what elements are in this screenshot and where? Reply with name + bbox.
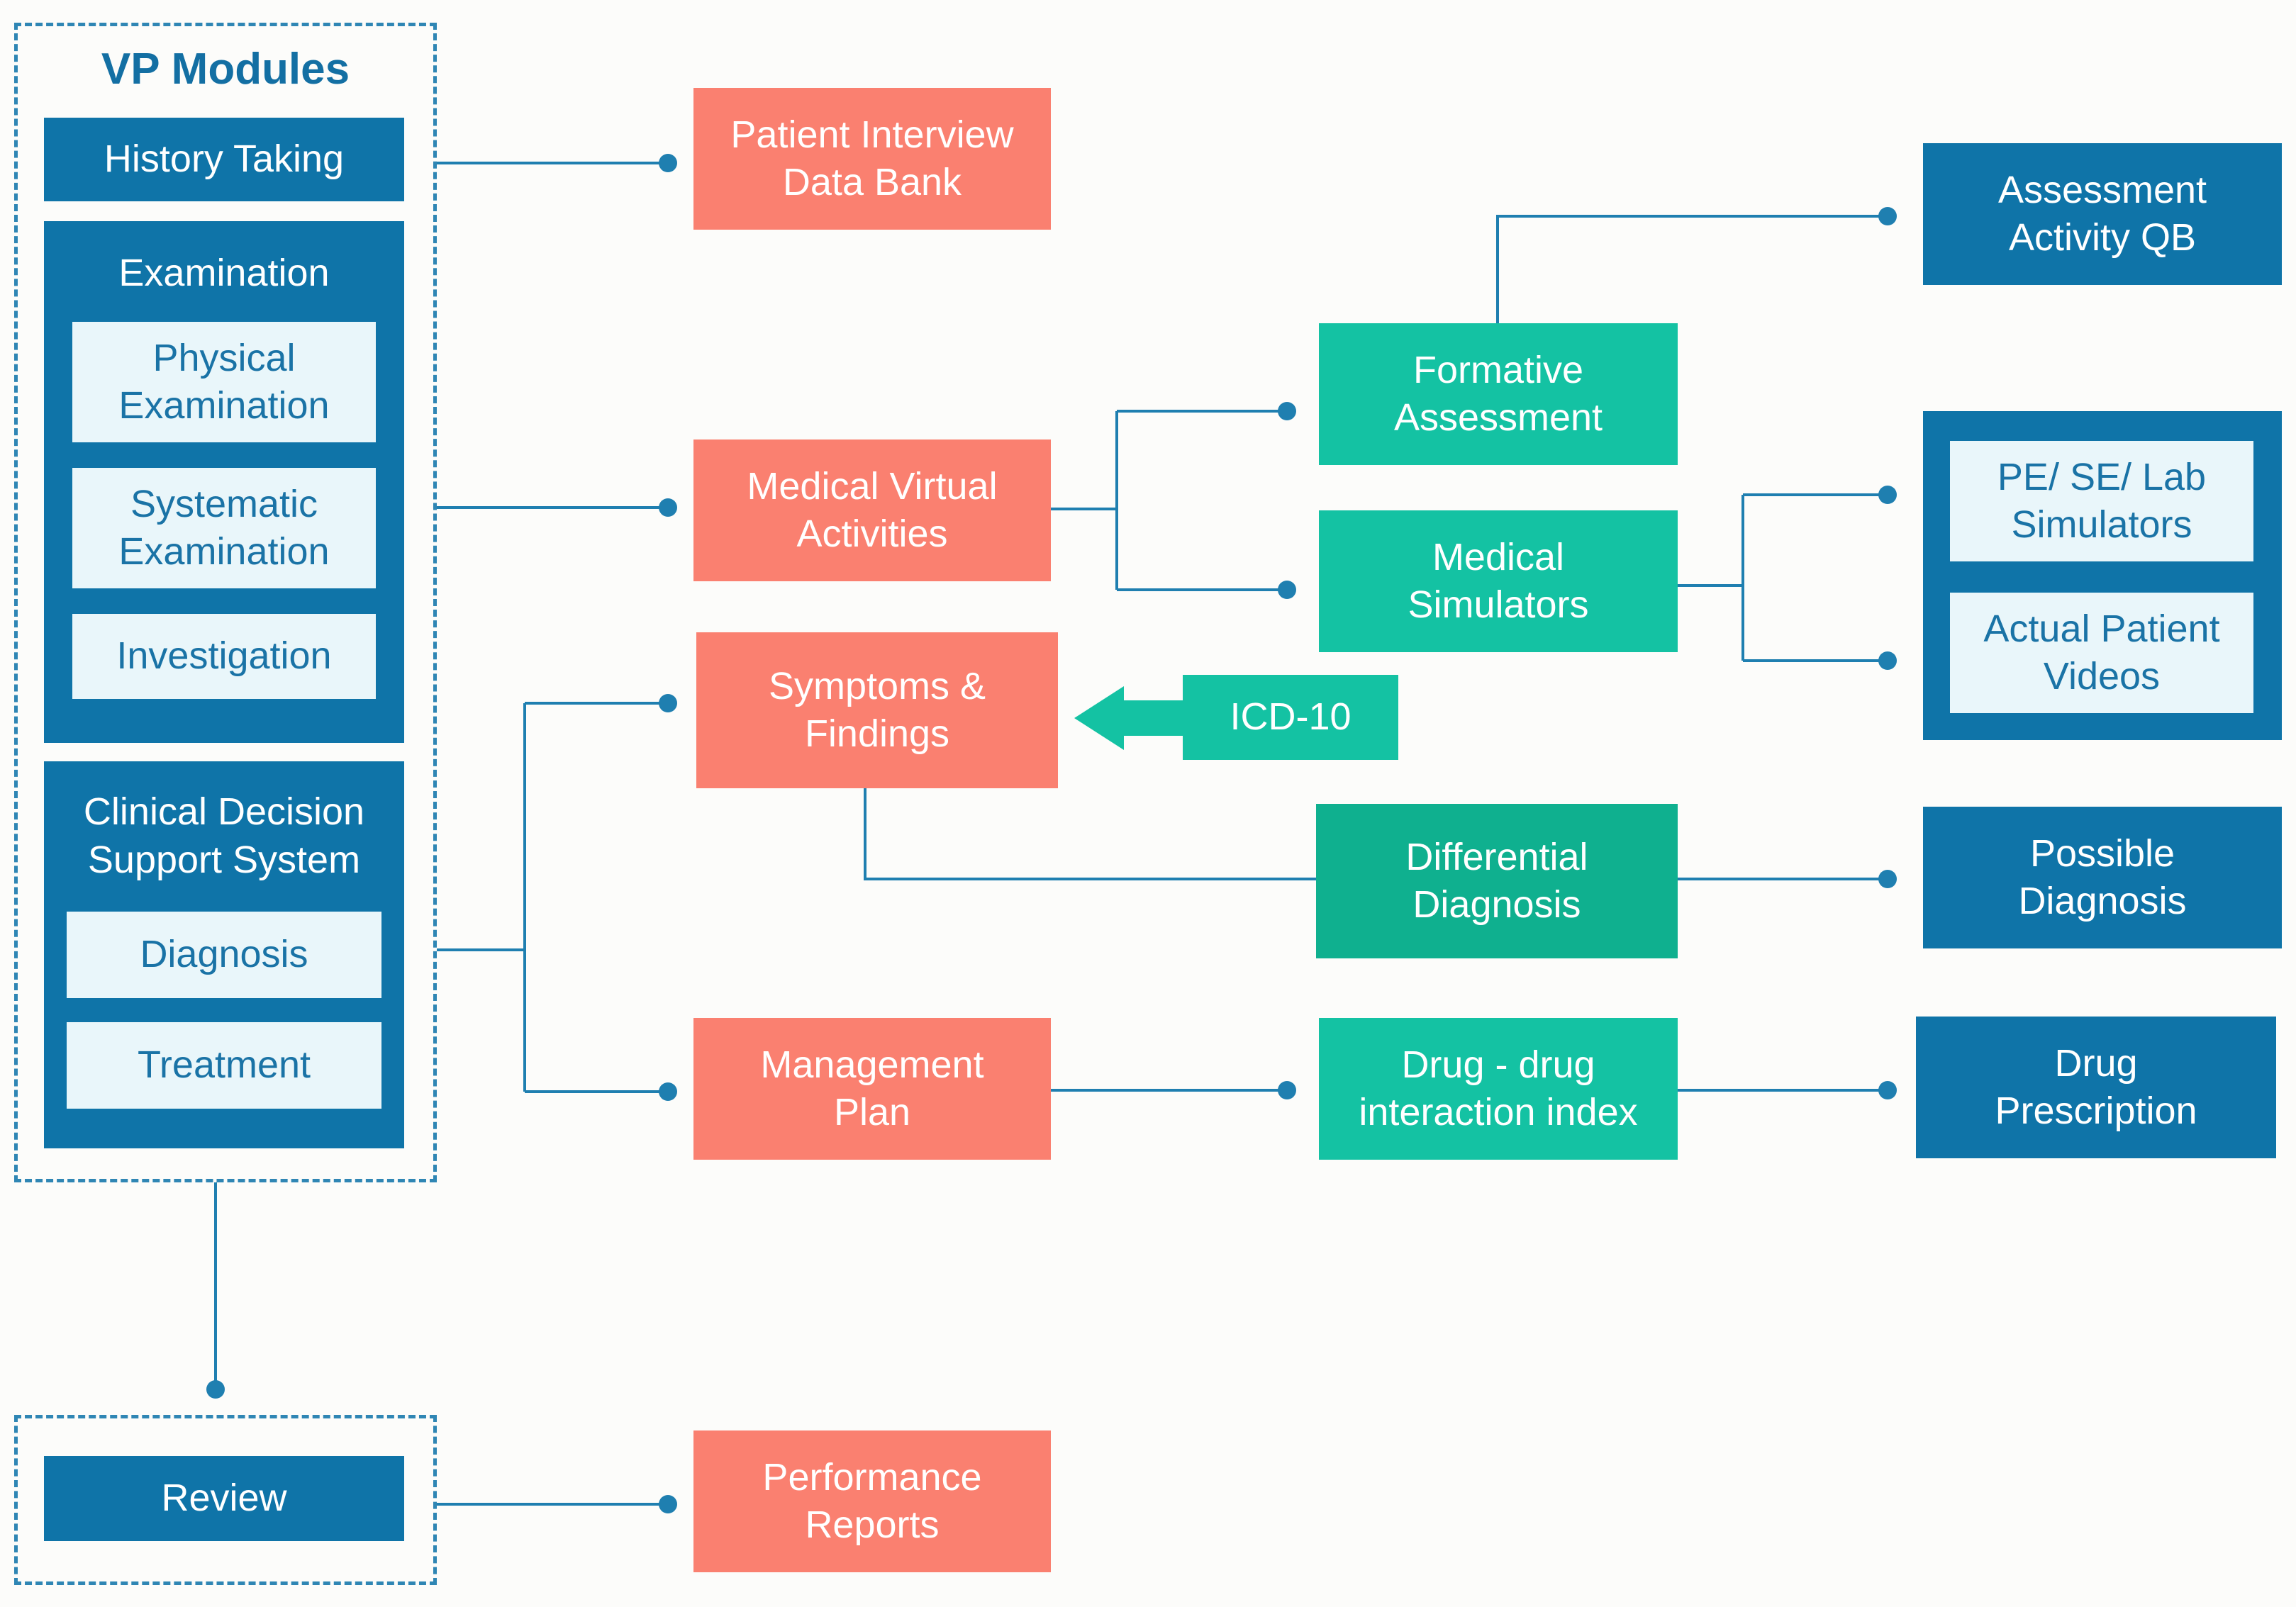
connector-dot [1278,1081,1296,1099]
patient-interview-data-bank-box[interactable]: Patient Interview Data Bank [693,88,1051,230]
drug-interaction-index-box[interactable]: Drug - drug interaction index [1319,1018,1678,1160]
connector-virtual-activities-branches [1051,410,1287,591]
performance-reports-box[interactable]: Performance Reports [693,1430,1051,1572]
connector-dot [1878,1081,1897,1099]
connector-dot [1278,581,1296,599]
connector-dot [1878,870,1897,888]
connector-cdss-to-branches [437,702,668,1093]
differential-diagnosis-box[interactable]: Differential Diagnosis [1316,804,1678,958]
connector-dot [1878,486,1897,504]
actual-patient-videos-box[interactable]: Actual Patient Videos [1950,593,2253,713]
connector-simulators-branches [1678,493,1888,662]
connector-dot [1878,651,1897,670]
vp-modules-title: VP Modules [101,45,350,94]
diagnosis-box[interactable]: Diagnosis [67,912,381,998]
icd10-box[interactable]: ICD-10 [1183,675,1398,760]
history-taking-box[interactable]: History Taking [44,118,404,201]
medical-simulators-box[interactable]: Medical Simulators [1319,510,1678,652]
systematic-examination-box[interactable]: Systematic Examination [72,468,376,588]
connector-dot [659,154,677,172]
physical-examination-box[interactable]: Physical Examination [72,322,376,442]
connector-dot [659,1495,677,1513]
assessment-activity-qb-box[interactable]: Assessment Activity QB [1923,143,2282,285]
symptoms-findings-box[interactable]: Symptoms & Findings [696,632,1058,788]
possible-diagnosis-box[interactable]: Possible Diagnosis [1923,807,2282,948]
connector-dot [1878,207,1897,225]
connector-dot [659,1082,677,1101]
connector-dot [659,694,677,712]
formative-assessment-box[interactable]: Formative Assessment [1319,323,1678,465]
review-group [14,1415,437,1585]
icd10-arrow [1074,686,1184,750]
connector-dot [659,498,677,517]
connector-dot [1278,402,1296,420]
review-box[interactable]: Review [44,1456,404,1541]
medical-virtual-activities-box[interactable]: Medical Virtual Activities [693,439,1051,581]
pe-se-lab-simulators-box[interactable]: PE/ SE/ Lab Simulators [1950,441,2253,561]
management-plan-box[interactable]: Management Plan [693,1018,1051,1160]
cdss-title: Clinical Decision Support System [83,790,365,881]
connector-symptoms-to-differential [864,788,1316,880]
vp-modules-group [14,23,437,1182]
drug-prescription-box[interactable]: Drug Prescription [1916,1017,2276,1158]
treatment-box[interactable]: Treatment [67,1022,381,1109]
connector-dot [206,1380,225,1399]
investigation-box[interactable]: Investigation [72,614,376,699]
examination-title: Examination [118,252,330,294]
connector-formative-to-assessment-qb [1496,215,1888,323]
